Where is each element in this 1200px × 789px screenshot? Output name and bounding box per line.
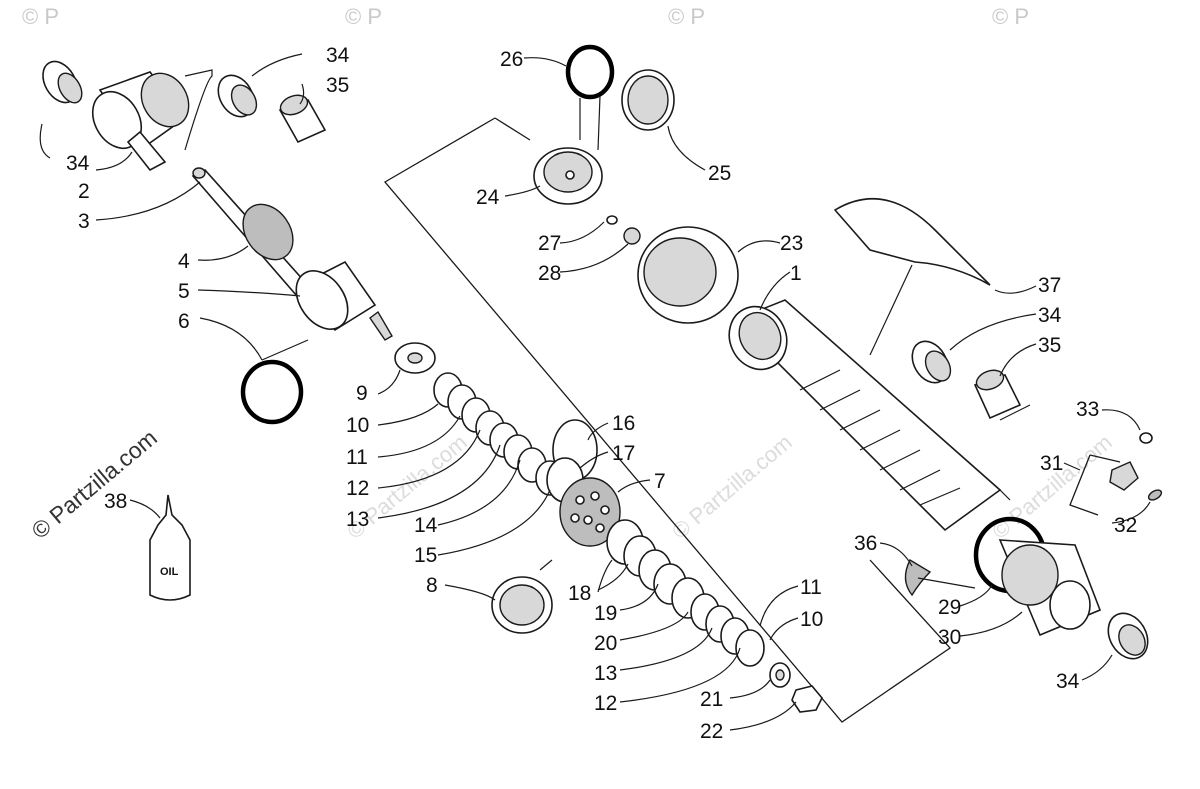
watermark-main: © Partzilla.com xyxy=(27,424,162,544)
callout-13-lower: 13 xyxy=(594,662,617,685)
bumper-4 xyxy=(242,203,294,261)
callout-16: 16 xyxy=(612,412,635,435)
screw-33 xyxy=(1139,432,1153,444)
callout-29: 29 xyxy=(938,596,961,619)
callout-38: 38 xyxy=(104,490,127,513)
body-threads xyxy=(799,369,961,506)
callout-labels: 34 35 34 2 3 4 5 6 9 10 11 12 13 14 15 1… xyxy=(66,44,1137,743)
callout-34-left: 34 xyxy=(66,152,90,175)
callout-3: 3 xyxy=(78,210,90,233)
callout-23: 23 xyxy=(780,232,803,255)
valve-28 xyxy=(623,227,641,245)
callout-19: 19 xyxy=(594,602,617,625)
sleeve-35-right xyxy=(973,369,1022,420)
callout-2: 2 xyxy=(78,180,90,203)
leader-lines xyxy=(39,53,1151,731)
watermark-corner-4: © P xyxy=(992,4,1029,29)
callout-8: 8 xyxy=(426,574,438,597)
clip-36 xyxy=(904,559,932,597)
bushing-34-top-left xyxy=(42,60,83,104)
floating-piston-24 xyxy=(533,147,603,205)
o-ring-32 xyxy=(1147,489,1163,501)
sleeve-35-upper xyxy=(278,94,327,144)
piston-7 xyxy=(559,477,621,547)
o-ring-27 xyxy=(606,215,618,225)
callout-7: 7 xyxy=(654,470,666,493)
o-ring-6 xyxy=(240,359,304,425)
callout-4: 4 xyxy=(178,250,190,273)
callout-33: 33 xyxy=(1076,398,1099,421)
body-1 xyxy=(728,299,1002,532)
callout-27: 27 xyxy=(538,232,561,255)
callout-21: 21 xyxy=(700,688,723,711)
washer-9 xyxy=(394,342,436,374)
assembly-bracket-top xyxy=(494,117,531,141)
callout-12-upper: 12 xyxy=(346,477,369,500)
callout-26: 26 xyxy=(500,48,523,71)
cap-23 xyxy=(637,226,739,324)
oil-bottle-label: OIL xyxy=(160,566,179,578)
callout-37: 37 xyxy=(1038,274,1061,297)
callout-34-upper: 34 xyxy=(326,44,350,67)
callout-32: 32 xyxy=(1114,514,1137,537)
watermark-faint-3: © Partzilla.com xyxy=(987,429,1117,543)
body-end-30 xyxy=(998,539,1102,637)
assembly-bracket xyxy=(384,117,951,723)
shim-stack-upper xyxy=(433,372,565,496)
bushing-34-upper xyxy=(217,74,258,118)
shield-37 xyxy=(833,197,991,356)
bushing-34-bottom-right xyxy=(1107,612,1149,660)
callout-34-right: 34 xyxy=(1038,304,1062,327)
callout-15: 15 xyxy=(414,544,437,567)
callout-36: 36 xyxy=(854,532,877,555)
seal-head-5 xyxy=(295,260,393,341)
callout-17: 17 xyxy=(612,442,635,465)
nut-22 xyxy=(791,685,823,713)
callout-13-upper: 13 xyxy=(346,508,369,531)
watermark-faint-2: © Partzilla.com xyxy=(667,429,797,543)
callout-9: 9 xyxy=(356,382,368,405)
callout-10-upper: 10 xyxy=(346,414,369,437)
callout-25: 25 xyxy=(708,162,731,185)
callout-31: 31 xyxy=(1040,452,1063,475)
callout-11-lower: 11 xyxy=(800,576,822,599)
watermark-corner-2: © P xyxy=(345,4,382,29)
bracket-31 xyxy=(1069,454,1121,516)
shim-stack-lower xyxy=(606,519,765,667)
callout-28: 28 xyxy=(538,262,561,285)
callout-6: 6 xyxy=(178,310,190,333)
callout-35-right: 35 xyxy=(1038,334,1061,357)
callout-10-lower: 10 xyxy=(800,608,823,631)
eyelet-2 xyxy=(91,71,190,172)
callout-20: 20 xyxy=(594,632,617,655)
piston-band-8 xyxy=(491,576,553,634)
callout-18: 18 xyxy=(568,582,591,605)
o-ring-26 xyxy=(565,44,615,100)
washer-21 xyxy=(769,662,791,688)
callout-12-lower: 12 xyxy=(594,692,617,715)
callout-24: 24 xyxy=(476,186,500,209)
callout-30: 30 xyxy=(938,626,961,649)
oil-bottle-38: OIL xyxy=(149,494,191,601)
callout-22: 22 xyxy=(700,720,723,743)
callout-34-bottom-right: 34 xyxy=(1056,670,1080,693)
watermark-corner-3: © P xyxy=(668,4,705,29)
callout-14: 14 xyxy=(414,514,438,537)
watermark-corner-1: © P xyxy=(22,4,59,29)
bushing-34-right xyxy=(911,340,952,384)
callout-1: 1 xyxy=(790,262,802,285)
callout-35-upper: 35 xyxy=(326,74,349,97)
callout-11-upper: 11 xyxy=(346,446,368,469)
band-25 xyxy=(621,69,675,131)
valve-31 xyxy=(1109,461,1139,491)
callout-5: 5 xyxy=(178,280,190,303)
